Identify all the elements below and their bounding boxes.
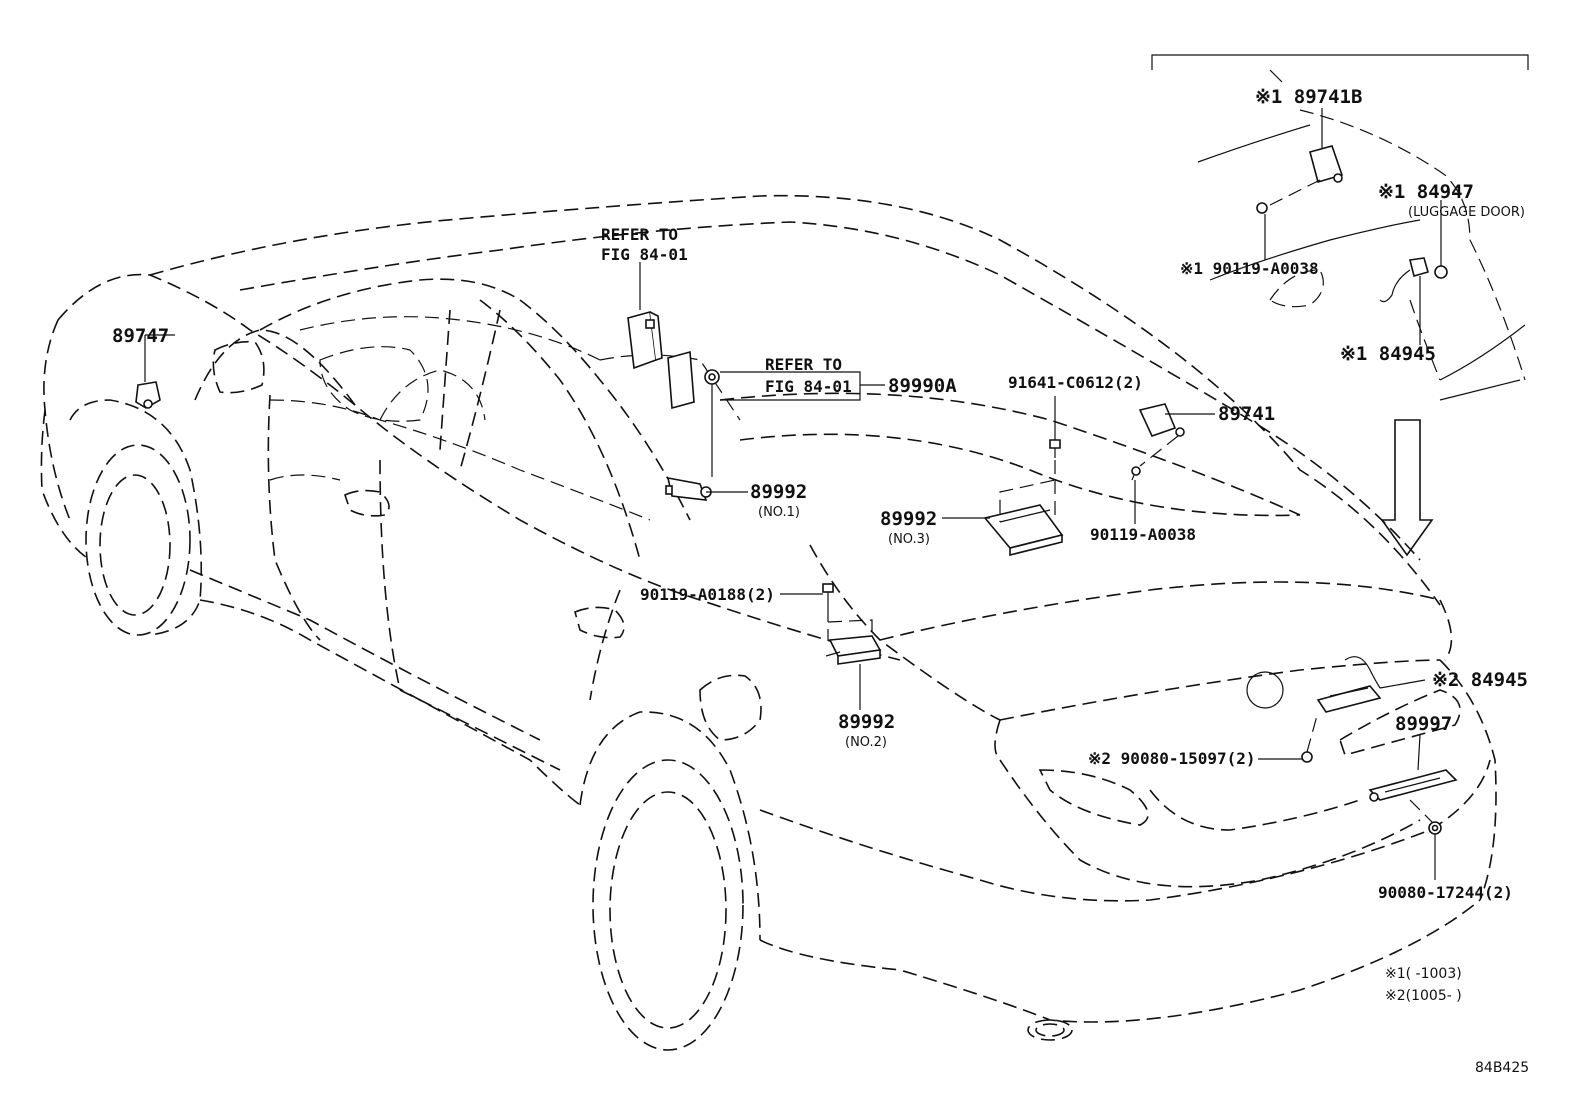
part-89992-no3-icon <box>983 504 1064 557</box>
label-91641: 91641-C0612(2) <box>1008 373 1143 392</box>
part-91641-clip-icon <box>1049 439 1061 458</box>
part-90119-a0188-screw-icon <box>822 583 834 608</box>
part-89992-no1-icon <box>665 476 712 501</box>
inset-label-90119: ※1 90119-A0038 <box>1180 259 1319 278</box>
label-89747: 89747 <box>112 325 169 347</box>
inset-label-89741B: ※1 89741B <box>1255 86 1362 108</box>
part-89747-icon <box>135 381 161 409</box>
leader-lines <box>144 262 1436 880</box>
part-90119-a0038-bolt-icon <box>1131 466 1141 481</box>
label-90119-a0188: 90119-A0188(2) <box>640 585 775 604</box>
car-body-outline <box>40 194 1497 1051</box>
label-89992-no2: 89992 <box>838 711 895 733</box>
part-84945-switch-icon <box>1316 656 1382 713</box>
inset-label-84947: ※1 84947 <box>1378 181 1474 203</box>
part-90080-17244-nut-icon <box>1428 821 1442 835</box>
refer-top-line2: FIG 84-01 <box>601 245 688 264</box>
label-90080-15097: ※2 90080-15097(2) <box>1088 749 1256 768</box>
label-89990A: 89990A <box>888 375 957 397</box>
inset-detail <box>1151 54 1529 557</box>
refer-mid-line2: FIG 84-01 <box>765 377 852 396</box>
control-unit-icon <box>627 310 663 370</box>
part-89992-no2-icon <box>825 635 882 665</box>
label-90080-17244: 90080-17244(2) <box>1378 883 1513 902</box>
label-89741: 89741 <box>1218 403 1275 425</box>
label-89992-no1: 89992 <box>750 481 807 503</box>
figure-code: 84B425 <box>1475 1060 1529 1076</box>
label-89997: 89997 <box>1395 713 1452 735</box>
note-type1: ※1( -1003) <box>1385 966 1462 982</box>
refer-top-line1: REFER TO <box>601 225 678 244</box>
part-labels: REFER TO FIG 84-01 89747 REFER TO FIG 84… <box>112 86 1529 1076</box>
part-90080-15097-screw-icon <box>1301 751 1313 763</box>
refer-mid-line1: REFER TO <box>765 355 842 374</box>
label-89992-no3: 89992 <box>880 508 937 530</box>
part-89741-icon <box>1138 403 1185 437</box>
inset-label-84945: ※1 84945 <box>1340 343 1436 365</box>
part-89990A-icon <box>667 350 720 410</box>
label-84945-type2: ※2 84945 <box>1432 669 1528 691</box>
part-89997-icon <box>1368 769 1458 802</box>
label-no2: (NO.2) <box>845 735 887 750</box>
label-no3: (NO.3) <box>888 532 930 547</box>
label-no1: (NO.1) <box>758 505 800 520</box>
inset-label-luggage-door: (LUGGAGE DOOR) <box>1408 205 1525 220</box>
label-90119-a0038: 90119-A0038 <box>1090 525 1196 544</box>
note-type2: ※2(1005- ) <box>1385 988 1462 1004</box>
